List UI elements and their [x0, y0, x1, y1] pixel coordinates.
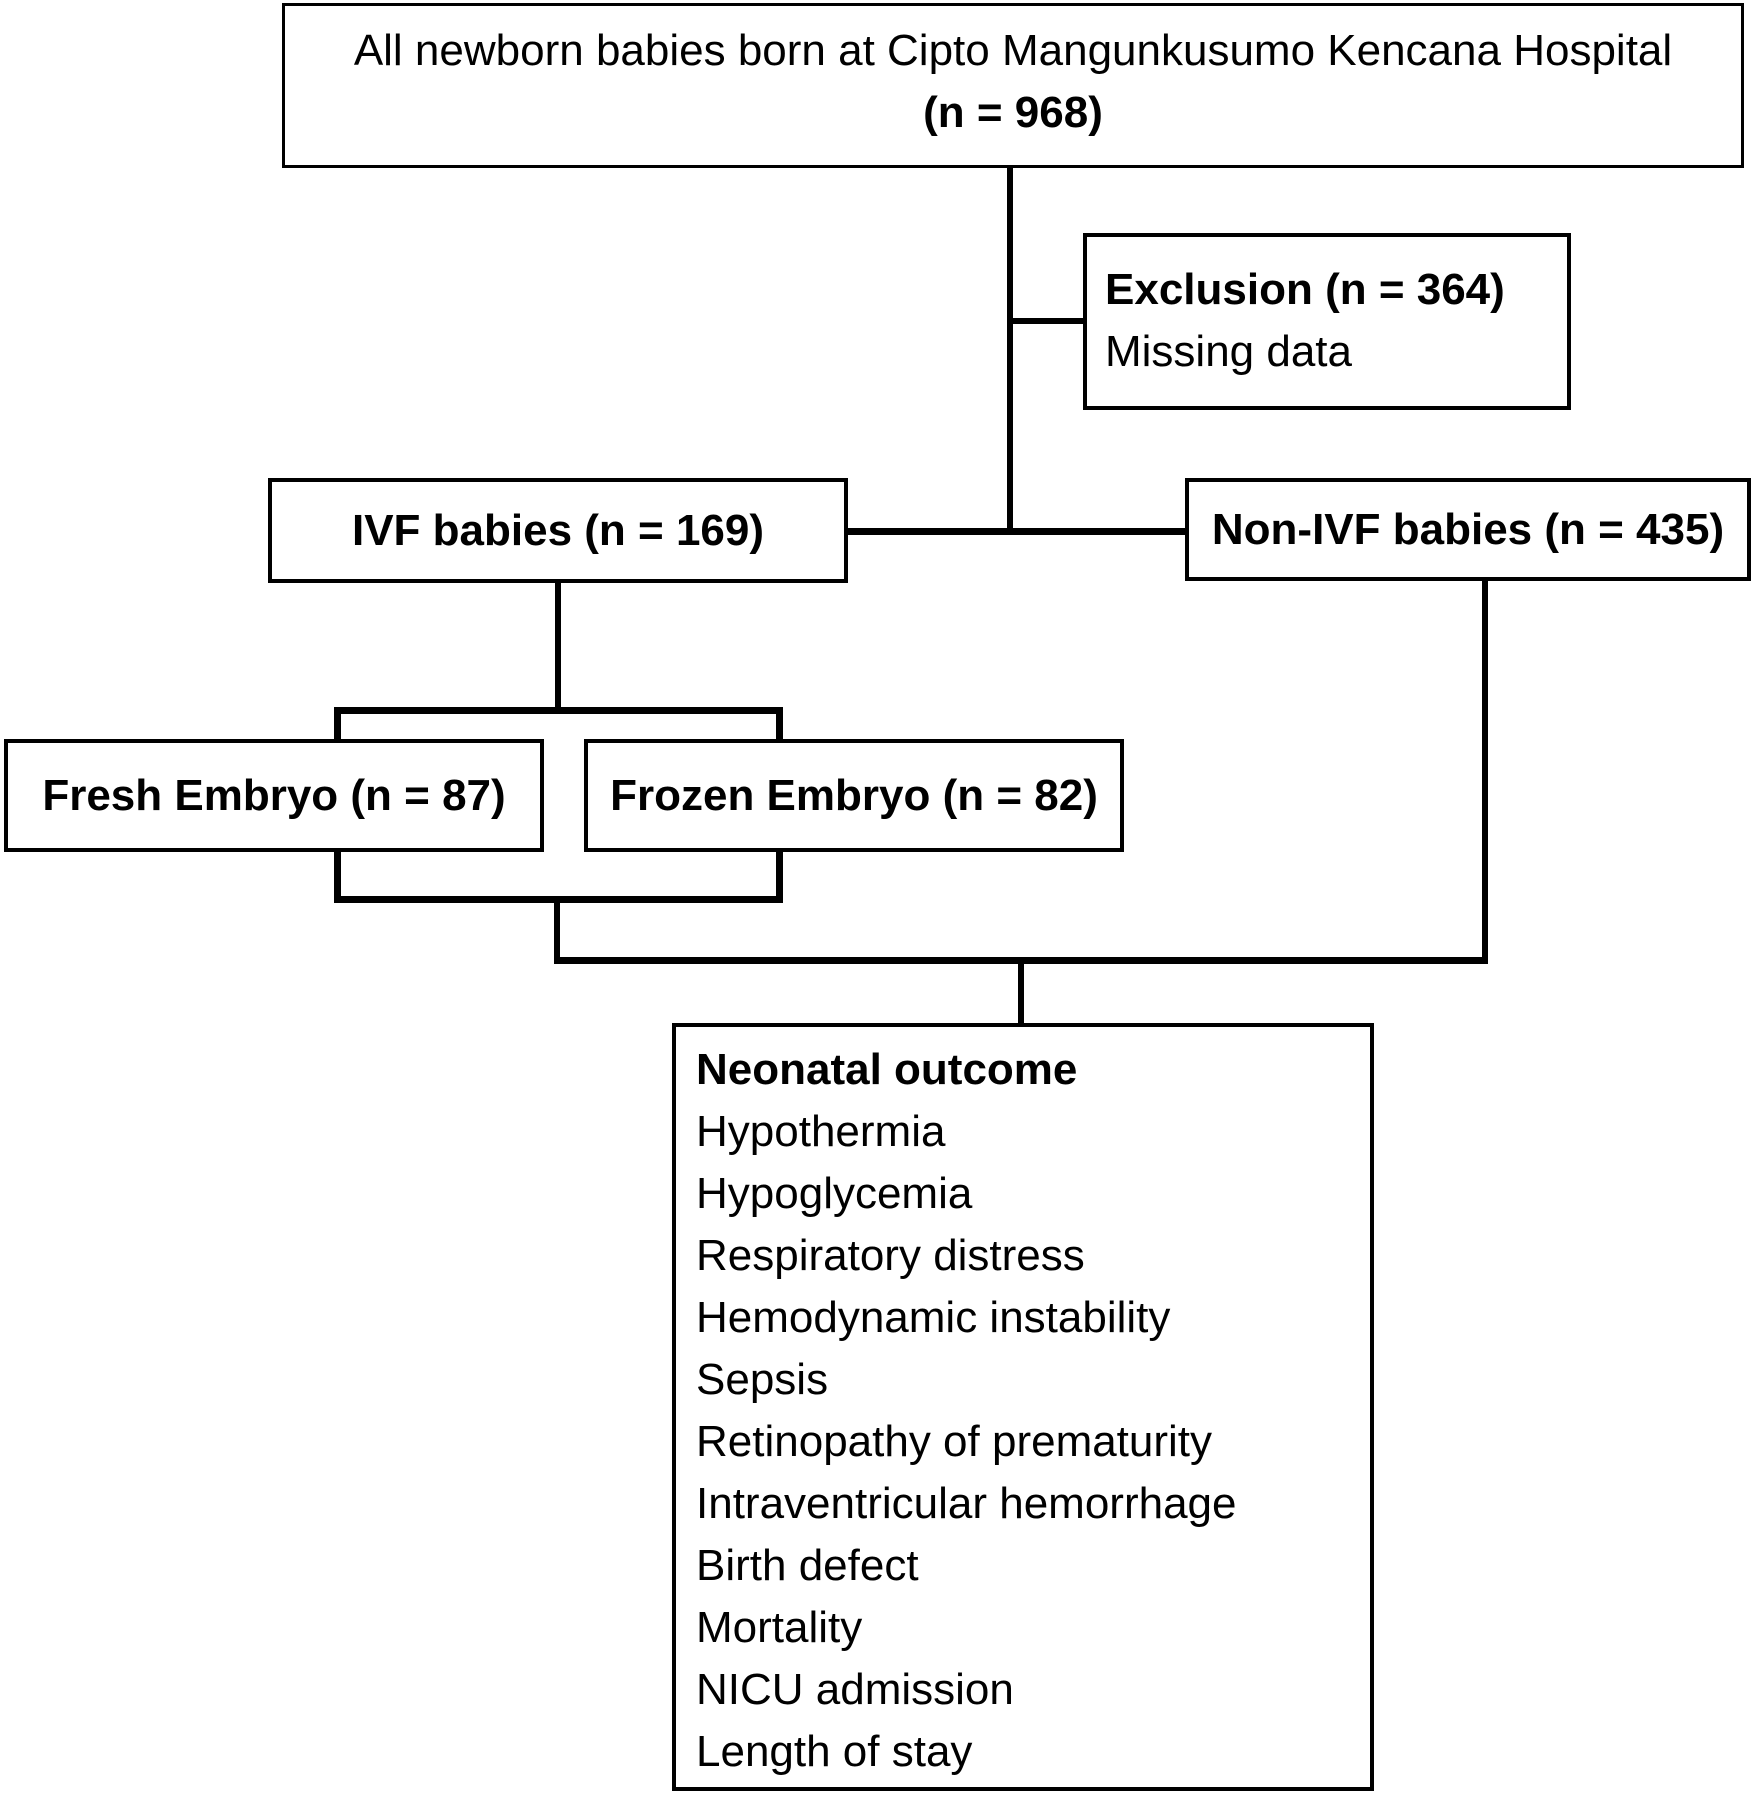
outcome-item-mortality: Mortality — [696, 1603, 863, 1652]
exclusion-reason: Missing data — [1105, 327, 1353, 376]
outcome-item-hypothermia: Hypothermia — [696, 1107, 946, 1156]
all-newborns-count: (n = 968) — [923, 88, 1103, 137]
connector-embryo-merge-bar — [334, 896, 783, 903]
connector-ivf-nonivf — [848, 528, 1188, 535]
neonatal-outcome-title: Neonatal outcome — [696, 1045, 1078, 1094]
neonatal-outcome-box: Neonatal outcome Hypothermia Hypoglycemi… — [672, 1023, 1374, 1791]
connector-outcome-bar — [554, 957, 1488, 964]
connector-embryo-split-bar — [334, 707, 783, 714]
frozen-embryo-label: Frozen Embryo (n = 82) — [610, 770, 1098, 820]
exclusion-title: Exclusion (n = 364) — [1105, 265, 1505, 314]
connector-ivf-down — [555, 581, 561, 713]
ivf-babies-label: IVF babies (n = 169) — [351, 505, 765, 555]
outcome-item-sepsis: Sepsis — [696, 1355, 829, 1404]
all-newborns-box: All newborn babies born at Cipto Mangunk… — [282, 3, 1744, 168]
connector-merge-down — [554, 900, 560, 962]
outcome-item-retinopathy: Retinopathy of prematurity — [696, 1417, 1213, 1466]
connector-split-right-drop — [776, 710, 783, 742]
connector-merge-right-drop — [776, 849, 783, 902]
connector-outcome-drop — [1018, 961, 1024, 1025]
outcome-item-hypoglycemia: Hypoglycemia — [696, 1169, 973, 1218]
connector-merge-left-drop — [334, 849, 341, 902]
non-ivf-babies-label: Non-IVF babies (n = 435) — [1211, 504, 1725, 554]
outcome-item-birth-defect: Birth defect — [696, 1541, 919, 1590]
connector-nonivf-down — [1482, 579, 1488, 962]
exclusion-box: Exclusion (n = 364) Missing data — [1083, 233, 1571, 410]
connector-split-left-drop — [334, 710, 341, 742]
ivf-babies-box: IVF babies (n = 169) — [268, 478, 848, 583]
non-ivf-babies-box: Non-IVF babies (n = 435) — [1185, 478, 1751, 581]
outcome-item-hemodynamic: Hemodynamic instability — [696, 1293, 1171, 1342]
outcome-item-length-of-stay: Length of stay — [696, 1727, 973, 1776]
outcome-item-respiratory: Respiratory distress — [696, 1231, 1085, 1280]
outcome-item-ivh: Intraventricular hemorrhage — [696, 1479, 1237, 1528]
connector-exclusion-branch — [1010, 318, 1086, 324]
connector-top-vertical — [1007, 166, 1013, 534]
fresh-embryo-label: Fresh Embryo (n = 87) — [42, 770, 506, 820]
frozen-embryo-box: Frozen Embryo (n = 82) — [584, 739, 1124, 852]
outcome-item-nicu: NICU admission — [696, 1665, 1014, 1714]
all-newborns-line1: All newborn babies born at Cipto Mangunk… — [353, 26, 1673, 75]
fresh-embryo-box: Fresh Embryo (n = 87) — [4, 739, 544, 852]
